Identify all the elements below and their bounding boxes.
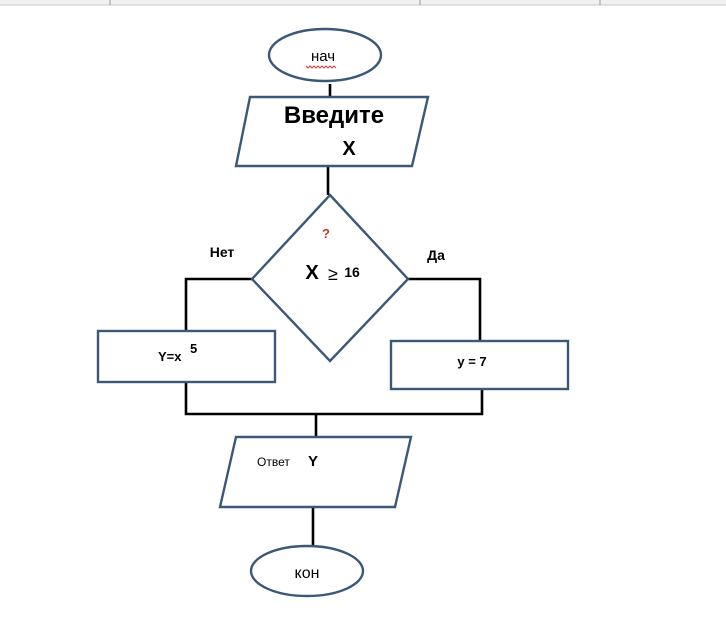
branch-yes-label: Да	[427, 247, 445, 263]
output-label: Ответ	[257, 455, 290, 469]
end-label: кон	[295, 565, 320, 582]
input-variable: X	[342, 138, 356, 160]
input-label: Введите	[284, 102, 384, 129]
no-action-base: Y=x	[158, 349, 182, 364]
yes-action: y = 7	[457, 354, 486, 369]
top-ruler	[0, 0, 726, 6]
decision-value: 16	[344, 264, 360, 280]
no-branch-process: Y=x 5	[96, 329, 277, 384]
question-mark: ?	[322, 226, 330, 241]
start-node: нач	[267, 27, 383, 83]
connector-merge	[184, 382, 484, 416]
connector-yes-branch	[408, 277, 482, 341]
no-action-exponent: 5	[190, 341, 197, 356]
end-node: кон	[249, 544, 365, 598]
output-node: Ответ Y	[218, 435, 413, 509]
branch-no-label: Нет	[210, 244, 235, 260]
connector-no-branch	[184, 277, 252, 331]
connectors	[184, 84, 484, 547]
input-node: Введите X	[234, 95, 430, 168]
decision-operator: ≥	[328, 264, 338, 284]
output-variable: Y	[308, 453, 318, 470]
start-label: нач	[311, 48, 335, 65]
decision-variable: X	[305, 262, 319, 284]
decision-node: ? X ≥ 16	[250, 193, 410, 363]
spellcheck-underline	[305, 65, 337, 69]
yes-branch-process: y = 7	[389, 339, 570, 391]
